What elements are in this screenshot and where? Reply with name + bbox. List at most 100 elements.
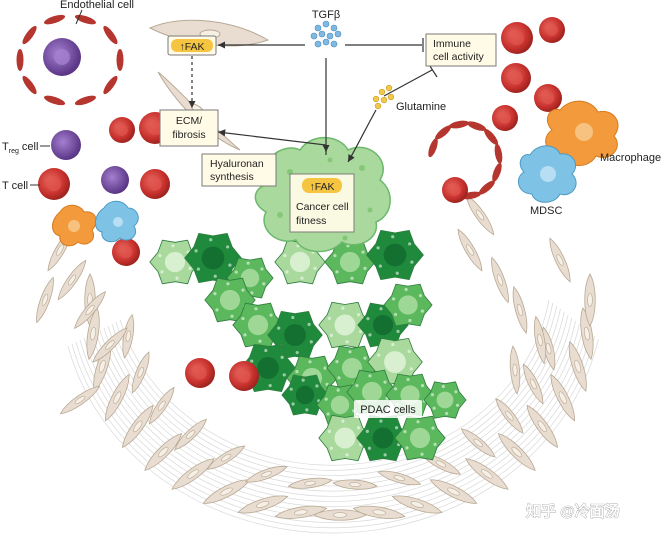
fibroblast-stroma [36,194,599,534]
rbc-center-5 [193,366,207,380]
fibroblast-46 [549,237,571,283]
fibroblast-8 [237,495,289,514]
fibroblast-27 [287,477,333,489]
fak-cancer-label: ↑FAK [309,181,334,193]
tgfb-dot-4 [318,30,326,38]
treg-label-main: T [2,141,9,153]
rbc-center-9 [509,71,523,85]
tgfb-dot-9 [322,38,330,46]
glutamine-dot-5 [374,102,382,110]
edge-glutamine-to-cancer [347,109,377,163]
rbc-center-1 [116,124,128,136]
fibroblast-12 [391,495,443,514]
pdac-cell-20 [318,414,372,462]
edge-glutamine-inhibits-immune [383,69,433,97]
treg-cells [43,38,129,194]
ecm-box: ECM/ fibrosis [159,109,219,147]
glutamine-dot-0 [378,88,386,96]
ecm-label-1: ECM/ [176,115,202,127]
edge-hyaluronan-to-ecm [217,129,327,155]
fibroblast-38 [92,327,128,363]
fibre-2 [111,305,557,476]
ecm-label-2: fibrosis [172,129,205,141]
glutamine-dot-1 [385,84,393,92]
vessel-segment-6 [492,162,502,182]
fibroblast-34 [542,326,556,371]
fibroblast-11 [352,505,406,519]
fibroblast-7 [202,479,251,504]
fibroblast-25 [206,445,246,470]
cancer-label-1: Cancer cell [296,201,349,213]
fibre-12 [71,335,595,529]
endothelial-segment-7 [44,14,66,25]
mdsc-label: MDSC [530,205,562,217]
fibroblast-33 [523,363,544,405]
pdac-label: PDAC cells [354,400,422,418]
immune-label-2: cell activity [433,51,485,63]
fibre-7 [91,320,576,502]
endothelial-segment-5 [16,49,24,71]
endothelial-pointer [75,9,83,25]
tgfb-dot-5 [326,32,334,40]
blood-vessel-right [428,120,503,200]
vessel-segment-3 [467,121,487,131]
rbc-center-10 [541,91,555,105]
hyaluronan-box: Hyaluronan synthesis [201,153,277,187]
tgfb-dot-3 [310,32,318,40]
fibroblast-36 [57,259,87,301]
treg-label: Treg cell [2,141,50,155]
fak-top-label: ↑FAK [179,41,204,53]
pdac-cell-22 [394,415,446,461]
cancer-fitness-box: ↑FAK Cancer cell fitness [289,173,355,233]
endothelial-segment-8 [74,14,96,25]
pdac-label-text: PDAC cells [360,404,416,416]
pdac-cell-9 [318,301,372,349]
vessel-segment-2 [449,120,469,129]
fibroblast-6 [171,458,215,490]
treg-label-suffix: cell [19,141,39,153]
rbc-center-8 [546,24,558,36]
fibroblast-22 [131,351,150,394]
fibroblast-4 [121,404,154,449]
tgfb-dot-8 [330,40,338,48]
fibroblast-13 [429,479,478,504]
endothelial-segment-2 [74,95,96,106]
rbc-center-12 [449,184,461,196]
fibre-6 [95,317,573,497]
fibroblast-20 [584,273,596,327]
fibre-13 [67,338,599,534]
fibroblast-23 [148,386,175,425]
endothelial-segment-4 [22,75,37,95]
pdac-cell-4 [324,239,376,285]
fibroblast-5 [144,433,183,472]
pdac-cell-1 [184,233,242,283]
endothelial-segment-9 [103,25,118,45]
tgfb-dot-6 [334,30,342,38]
fibroblast-26 [245,465,288,483]
fibroblast-32 [495,397,524,434]
rbc-center-6 [237,369,251,383]
fibroblast-44 [533,315,547,365]
glutamine-dot-3 [380,96,388,104]
fibroblast-39 [36,276,54,324]
fibroblast-17 [550,373,575,422]
fibroblast-3 [105,373,130,422]
fak-top-box: ↑FAK [167,35,217,56]
fibroblast-41 [457,228,483,272]
fibroblast-9 [274,505,328,519]
pdac-cell-0 [149,239,201,285]
fibroblast-18 [568,340,587,392]
endothelial-segment-0 [116,49,124,71]
blood-vessel-top-left [16,14,124,106]
endothelial-segment-6 [22,25,37,45]
fibroblast-43 [512,285,528,335]
pdac-cell-21 [356,414,410,462]
tgfb-dot-1 [322,20,330,28]
vessel-segment-5 [494,143,503,164]
macrophage-small [52,204,97,247]
rbc-center-4 [119,245,133,259]
pdac-cell-11 [383,283,433,327]
tgfb-dot-7 [314,40,322,48]
